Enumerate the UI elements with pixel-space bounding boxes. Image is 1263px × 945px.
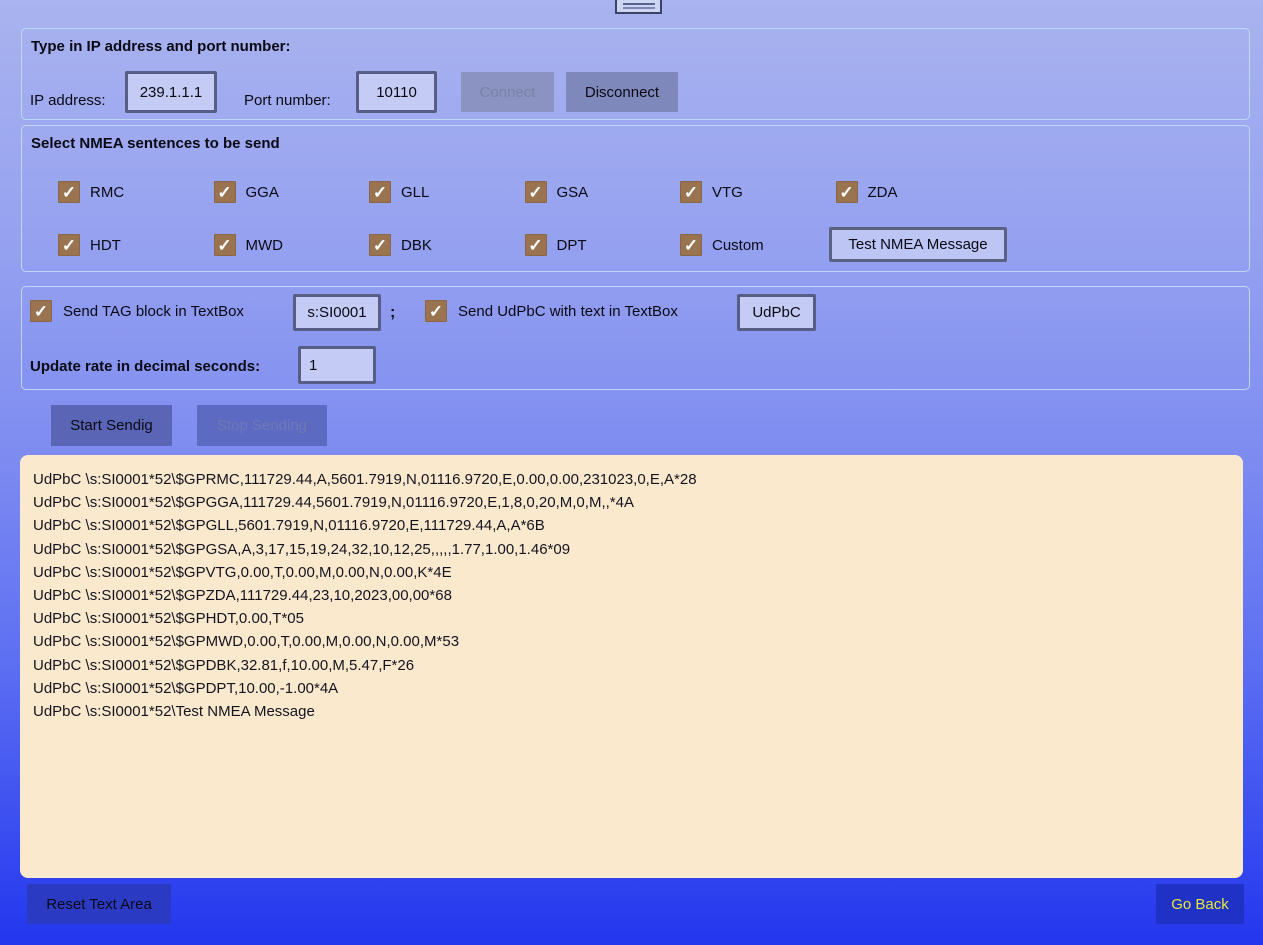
- nmea-log-line: UdPbC \s:SI0001*52\$GPMWD,0.00,T,0.00,M,…: [33, 633, 460, 651]
- tag-groupbox: ✓ Send TAG block in TextBox ; ✓ Send UdP…: [21, 286, 1250, 390]
- checkbox-label: DPT: [556, 236, 587, 254]
- nmea-log-line: UdPbC \s:SI0001*52\$GPGGA,111729.44,5601…: [33, 494, 634, 512]
- nmea-groupbox: Select NMEA sentences to be send ✓ RMC ✓…: [21, 125, 1250, 272]
- tag-block-input[interactable]: [293, 294, 381, 331]
- checkbox-label: Custom: [712, 236, 764, 254]
- nmea-checkbox-item: ✓ GGA: [213, 181, 370, 203]
- checkmark-icon: ✓: [61, 235, 77, 255]
- checkmark-icon: ✓: [683, 235, 699, 255]
- handle-bar: [622, 7, 655, 9]
- ip-address-label: IP address:: [30, 92, 106, 109]
- stop-sending-button: Stop Sending: [197, 405, 327, 446]
- handle-bar: [622, 3, 655, 5]
- checkmark-icon: ✓: [683, 182, 699, 202]
- connection-title: Type in IP address and port number:: [31, 38, 291, 55]
- checkbox[interactable]: ✓: [369, 181, 391, 203]
- nmea-title: Select NMEA sentences to be send: [31, 135, 280, 152]
- nmea-log-line: UdPbC \s:SI0001*52\Test NMEA Message: [33, 703, 315, 721]
- checkbox[interactable]: ✓: [680, 234, 702, 256]
- checkbox[interactable]: ✓: [835, 181, 858, 203]
- nmea-log-line: UdPbC \s:SI0001*52\$GPHDT,0.00,T*05: [33, 610, 304, 628]
- nmea-output-textarea[interactable]: UdPbC \s:SI0001*52\$GPRMC,111729.44,A,56…: [20, 455, 1243, 878]
- checkmark-icon: ✓: [217, 182, 232, 202]
- checkbox-label: VTG: [712, 183, 743, 201]
- window-drag-handle-icon[interactable]: [615, 0, 662, 14]
- nmea-log-line: UdPbC \s:SI0001*52\$GPGLL,5601.7919,N,01…: [33, 517, 545, 535]
- udpbc-checkbox[interactable]: ✓: [425, 300, 447, 322]
- connect-button: Connect: [461, 72, 554, 112]
- nmea-log-line: UdPbC \s:SI0001*52\$GPZDA,111729.44,23,1…: [33, 587, 452, 605]
- udpbc-input[interactable]: [737, 294, 816, 331]
- connection-groupbox: Type in IP address and port number: IP a…: [21, 28, 1250, 120]
- nmea-log-line: UdPbC \s:SI0001*52\$GPDBK,32.81,f,10.00,…: [33, 656, 415, 674]
- nmea-checkbox-item: ✓ GSA: [524, 181, 681, 203]
- update-rate-label: Update rate in decimal seconds:: [30, 358, 261, 375]
- port-number-label: Port number:: [244, 92, 331, 109]
- port-number-input[interactable]: [356, 71, 437, 113]
- checkbox[interactable]: ✓: [58, 234, 80, 256]
- nmea-log-line: UdPbC \s:SI0001*52\$GPRMC,111729.44,A,56…: [33, 471, 697, 488]
- reset-text-area-button[interactable]: Reset Text Area: [27, 884, 171, 924]
- tag-block-checkbox-group: ✓ Send TAG block in TextBox: [30, 300, 244, 322]
- checkbox-label: RMC: [90, 183, 125, 201]
- udpbc-label: Send UdPbC with text in TextBox: [458, 302, 678, 320]
- test-nmea-message-input[interactable]: [829, 227, 1007, 262]
- checkbox-label: GLL: [401, 183, 430, 201]
- nmea-log-line: UdPbC \s:SI0001*52\$GPDPT,10.00,-1.00*4A: [33, 679, 339, 697]
- update-rate-input[interactable]: [298, 346, 376, 384]
- ip-address-input[interactable]: [125, 71, 217, 113]
- nmea-checkbox-item: ✓ HDT: [58, 234, 214, 256]
- checkbox-label: MWD: [245, 236, 284, 254]
- checkbox-label: GSA: [556, 183, 589, 201]
- checkbox-label: ZDA: [867, 183, 898, 201]
- checkbox[interactable]: ✓: [524, 181, 547, 203]
- nmea-checkbox-item: ✓ VTG: [680, 181, 836, 203]
- checkbox-label: GGA: [245, 183, 279, 201]
- checkbox-label: DBK: [401, 236, 432, 254]
- tag-block-checkbox[interactable]: ✓: [30, 300, 52, 322]
- checkmark-icon: ✓: [217, 235, 232, 255]
- nmea-checkbox-item: ✓ MWD: [213, 234, 370, 256]
- checkbox[interactable]: ✓: [213, 181, 236, 203]
- start-sending-button[interactable]: Start Sendig: [51, 405, 172, 446]
- go-back-button[interactable]: Go Back: [1156, 884, 1244, 924]
- checkbox[interactable]: ✓: [369, 234, 391, 256]
- checkbox[interactable]: ✓: [524, 234, 547, 256]
- checkmark-icon: ✓: [372, 235, 388, 255]
- nmea-log-line: UdPbC \s:SI0001*52\$GPGSA,A,3,17,15,19,2…: [33, 540, 571, 558]
- checkbox[interactable]: ✓: [680, 181, 702, 203]
- checkmark-icon: ✓: [528, 235, 543, 255]
- nmea-checkbox-item: ✓ GLL: [369, 181, 525, 203]
- checkbox[interactable]: ✓: [213, 234, 236, 256]
- disconnect-button[interactable]: Disconnect: [566, 72, 678, 112]
- udpbc-checkbox-group: ✓ Send UdPbC with text in TextBox: [425, 300, 678, 322]
- checkmark-icon: ✓: [428, 301, 444, 321]
- nmea-checkbox-row-1: ✓ RMC ✓ GGA ✓ GLL ✓ GSA ✓ VTG: [58, 181, 991, 203]
- nmea-checkbox-item: ✓ DPT: [524, 234, 681, 256]
- checkmark-icon: ✓: [61, 182, 77, 202]
- nmea-checkbox-item: ✓ ZDA: [835, 181, 992, 203]
- checkbox[interactable]: ✓: [58, 181, 80, 203]
- checkbox-label: HDT: [90, 236, 121, 254]
- nmea-log-line: UdPbC \s:SI0001*52\$GPVTG,0.00,T,0.00,M,…: [33, 563, 452, 581]
- separator-text: ;: [390, 304, 396, 321]
- checkmark-icon: ✓: [528, 182, 543, 202]
- checkmark-icon: ✓: [33, 301, 49, 321]
- nmea-checkbox-item: ✓ Custom: [680, 234, 836, 256]
- checkmark-icon: ✓: [839, 182, 854, 202]
- nmea-checkbox-item: ✓ RMC: [58, 181, 214, 203]
- nmea-checkbox-row-2: ✓ HDT ✓ MWD ✓ DBK ✓ DPT ✓ Custom: [58, 234, 836, 256]
- nmea-checkbox-item: ✓ DBK: [369, 234, 525, 256]
- tag-block-label: Send TAG block in TextBox: [63, 302, 244, 320]
- checkmark-icon: ✓: [372, 182, 388, 202]
